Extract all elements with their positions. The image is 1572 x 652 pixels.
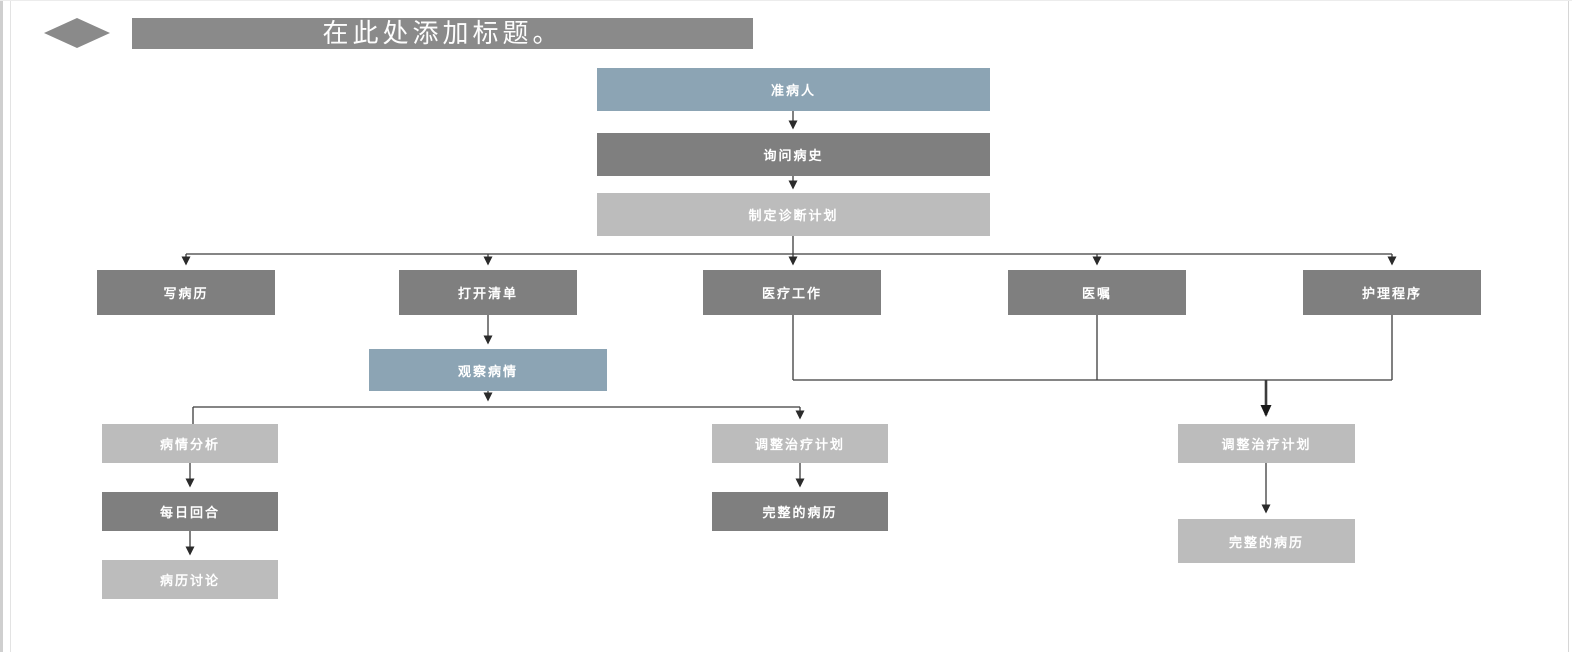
node-label: 护理程序 [1361, 286, 1422, 301]
node-write-record[interactable]: 写病历 [97, 270, 275, 315]
node-record-discussion[interactable]: 病历讨论 [102, 560, 278, 599]
node-label: 打开清单 [457, 286, 518, 301]
node-medical-work[interactable]: 医疗工作 [703, 270, 881, 315]
node-label: 医疗工作 [761, 286, 822, 301]
node-daily-rounds[interactable]: 每日回合 [102, 492, 278, 531]
node-label: 写病历 [163, 286, 209, 301]
slide-title-text: 在此处添加标题。 [322, 18, 563, 48]
decorative-diamond-shape[interactable] [44, 18, 110, 48]
node-open-list[interactable]: 打开清单 [399, 270, 577, 315]
node-label: 制定诊断计划 [748, 208, 839, 223]
node-condition-analysis[interactable]: 病情分析 [102, 424, 278, 463]
node-label: 调整治疗计划 [754, 437, 845, 452]
node-doctor-orders[interactable]: 医嘱 [1008, 270, 1186, 315]
node-ask-history[interactable]: 询问病史 [597, 133, 990, 176]
node-label: 调整治疗计划 [1221, 437, 1312, 452]
node-label: 完整的病历 [1228, 534, 1304, 550]
node-admit-patient[interactable]: 准病人 [597, 68, 990, 111]
left-edge-strip [0, 1, 3, 652]
node-label: 询问病史 [763, 148, 824, 163]
node-label: 准病人 [770, 83, 816, 98]
node-adjust-plan-middle[interactable]: 调整治疗计划 [712, 424, 888, 463]
left-border-line [10, 1, 11, 652]
right-border-line [1568, 1, 1569, 652]
node-observe-condition[interactable]: 观察病情 [369, 349, 607, 391]
node-adjust-plan-right[interactable]: 调整治疗计划 [1178, 424, 1355, 463]
node-diagnosis-plan[interactable]: 制定诊断计划 [597, 193, 990, 236]
node-complete-record-right[interactable]: 完整的病历 [1178, 519, 1355, 563]
node-label: 病情分析 [159, 437, 220, 452]
node-nursing-procedure[interactable]: 护理程序 [1303, 270, 1481, 315]
node-label: 完整的病历 [762, 505, 838, 520]
node-label: 观察病情 [457, 363, 518, 379]
node-complete-record-middle[interactable]: 完整的病历 [712, 492, 888, 531]
node-label: 医嘱 [1081, 286, 1112, 301]
slide-title-placeholder[interactable]: 在此处添加标题。 [132, 18, 753, 49]
node-label: 病历讨论 [159, 573, 220, 588]
node-label: 每日回合 [159, 505, 220, 520]
